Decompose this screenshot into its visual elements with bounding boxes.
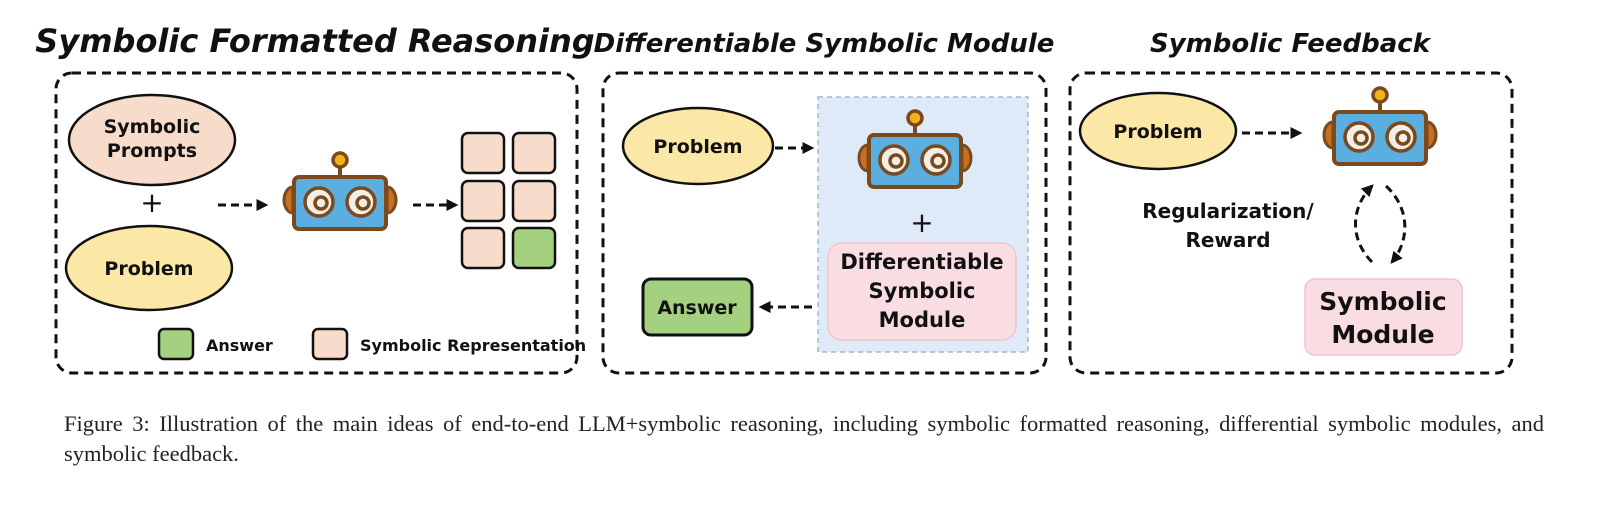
problem-label-feedback: Problem: [1113, 121, 1202, 143]
figure-diagram: Symbolic Formatted Reasoning Symbolic Pr…: [35, 22, 1514, 375]
representation-cell: [460, 179, 506, 223]
differentiable-module-box: [827, 242, 1017, 341]
feedback-arrow-down: [1384, 184, 1407, 264]
legend-symbolic-label: Symbolic Representation: [360, 336, 586, 355]
problem-node-formatted: [64, 224, 234, 312]
feedback-label-line2: Reward: [1185, 228, 1270, 252]
robot-icon-feedback: [1322, 86, 1438, 166]
representation-cell: [511, 179, 557, 223]
representation-cell: [511, 131, 557, 175]
legend-answer-label: Answer: [206, 336, 273, 355]
symbolic-module-line2: Module: [1331, 320, 1434, 349]
legend-symbolic-swatch: [311, 327, 349, 361]
differentiable-module-line1: Differentiable: [840, 250, 1003, 274]
symbolic-representation-grid: [460, 131, 557, 270]
answer-cell: [511, 226, 557, 270]
problem-node-differentiable: [621, 106, 775, 186]
problem-node-feedback: [1078, 91, 1238, 171]
plus-sign-differentiable: +: [910, 206, 933, 239]
feedback-arrow-up: [1354, 184, 1374, 264]
legend-answer-swatch: [157, 327, 195, 361]
differentiable-module-line3: Module: [879, 308, 966, 332]
answer-label: Answer: [657, 297, 737, 319]
panel-title-formatted: Symbolic Formatted Reasoning: [35, 22, 594, 60]
symbolic-module-box-feedback: [1304, 278, 1463, 356]
representation-cell: [460, 226, 506, 270]
symbolic-prompts-label-line1: Symbolic: [104, 116, 201, 138]
problem-label-formatted: Problem: [104, 258, 193, 280]
differentiable-module-line2: Symbolic: [869, 279, 976, 303]
panel-border-differentiable: [601, 71, 1048, 375]
panel-border-feedback: [1068, 71, 1514, 375]
answer-box: [641, 277, 754, 337]
problem-label-differentiable: Problem: [653, 136, 742, 158]
robot-icon-formatted: [282, 151, 398, 231]
symbolic-module-line1: Symbolic: [1319, 287, 1446, 316]
symbolic-prompts-node: [67, 93, 237, 187]
feedback-label-line1: Regularization/: [1142, 199, 1314, 223]
panel-border-formatted: [54, 71, 579, 375]
representation-cell: [460, 131, 506, 175]
symbolic-prompts-label-line2: Prompts: [107, 140, 197, 162]
figure-caption: Figure 3: Illustration of the main ideas…: [64, 411, 1544, 466]
plus-sign-formatted: +: [140, 186, 163, 219]
panel-title-feedback: Symbolic Feedback: [1150, 29, 1432, 59]
panel-title-differentiable: Differentiable Symbolic Module: [594, 29, 1055, 59]
